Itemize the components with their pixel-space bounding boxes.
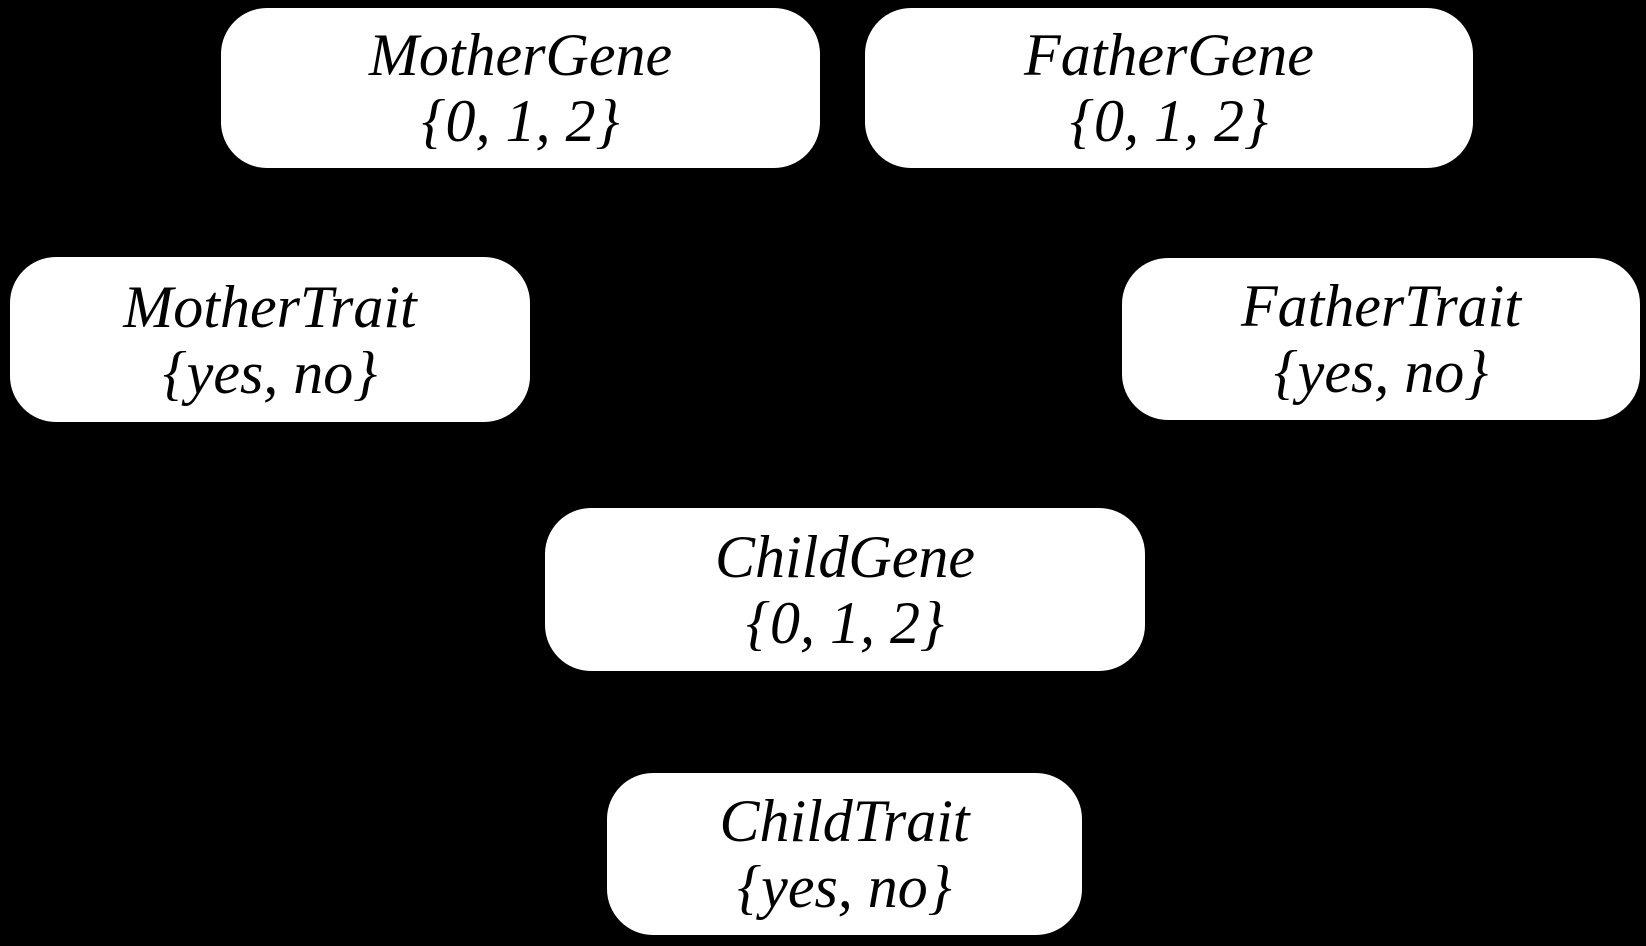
node-father-trait: FatherTrait {yes, no} <box>1122 258 1640 420</box>
node-label: MotherTrait <box>123 273 417 340</box>
node-label: FatherGene <box>1024 22 1314 88</box>
node-label: MotherGene <box>368 22 673 88</box>
node-mother-gene: MotherGene {0, 1, 2} <box>221 8 820 168</box>
node-father-gene: FatherGene {0, 1, 2} <box>865 8 1473 168</box>
node-domain-values: {0, 1, 2} <box>746 589 944 656</box>
node-domain-values: {0, 1, 2} <box>1070 88 1268 154</box>
node-domain-values: {yes, no} <box>162 339 378 406</box>
node-child-trait: ChildTrait {yes, no} <box>607 773 1082 935</box>
node-child-gene: ChildGene {0, 1, 2} <box>545 508 1145 671</box>
node-label: ChildTrait <box>719 788 970 854</box>
node-domain-values: {yes, no} <box>737 854 952 920</box>
node-label: ChildGene <box>715 523 975 590</box>
node-domain-values: {0, 1, 2} <box>421 88 620 154</box>
node-domain-values: {yes, no} <box>1273 339 1489 405</box>
node-label: FatherTrait <box>1240 273 1522 339</box>
node-mother-trait: MotherTrait {yes, no} <box>10 257 530 422</box>
